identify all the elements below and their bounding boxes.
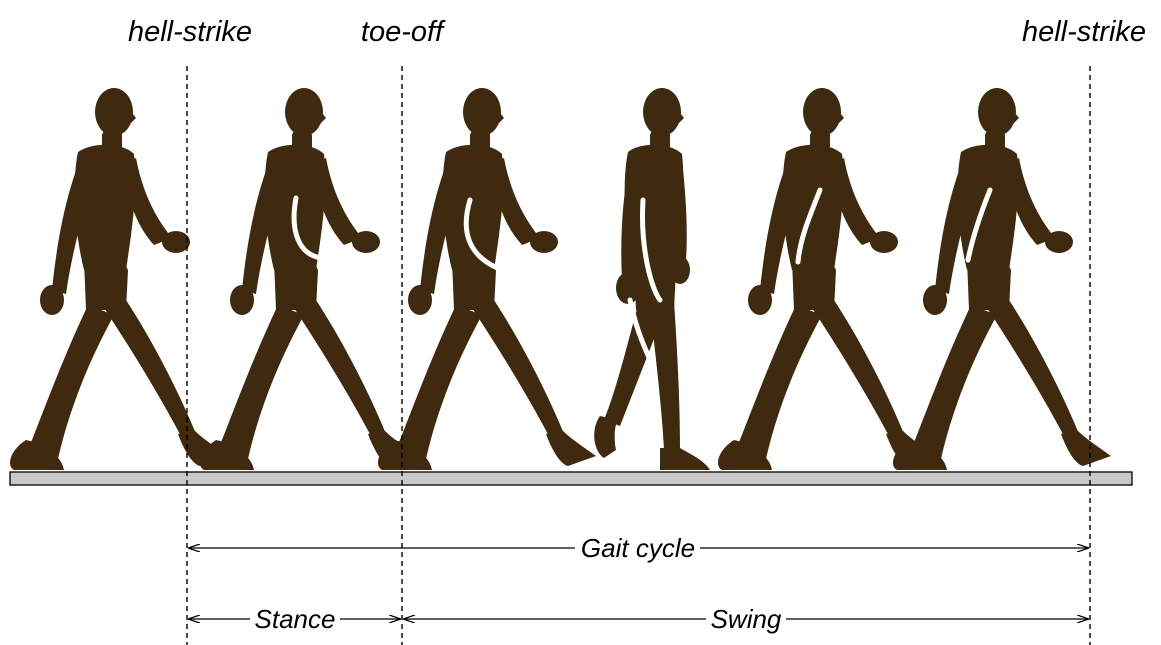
heel-strike-end-label: hell-strike [1022,16,1146,48]
swing-label: Swing [711,604,782,634]
ground [10,472,1132,485]
walker-figure-2 [200,88,418,470]
toe-off-label: toe-off [361,16,446,48]
gait-cycle-label: Gait cycle [581,533,695,563]
walker-figure-3 [378,88,596,470]
walker-figures [10,88,1111,470]
walker-figure-1 [10,88,228,470]
heel-strike-start-label: hell-strike [128,16,252,48]
walker-figure-6 [893,88,1111,470]
stance-label: Stance [255,604,336,634]
walker-figure-5 [718,88,936,470]
